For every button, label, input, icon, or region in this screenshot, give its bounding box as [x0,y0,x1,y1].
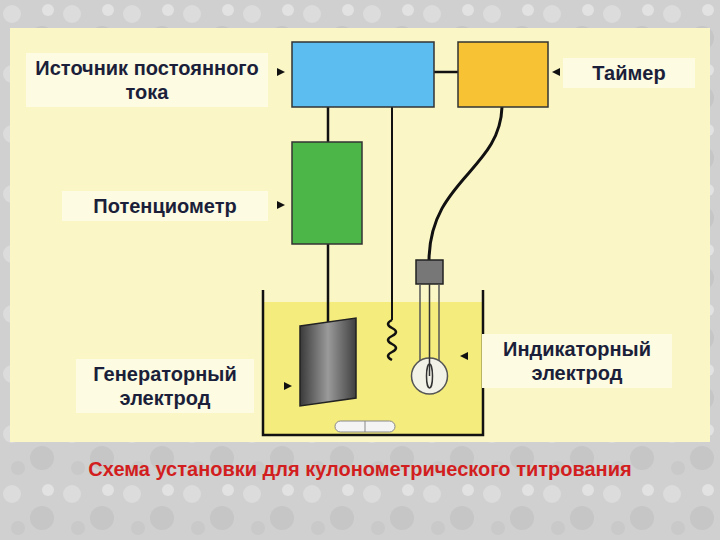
wire [434,71,458,74]
pointer-arrow [277,68,285,76]
label-text: Таймер [571,61,687,85]
label-text: Потенциометр [70,194,260,218]
beaker [263,290,483,435]
pointer-arrow [552,68,560,76]
label-text: Генераторный электрод [84,362,246,410]
electrode-wire [427,364,433,388]
current-source [292,42,434,107]
wire [327,244,330,322]
wire [391,107,393,320]
wire [327,107,330,142]
cable [429,107,502,260]
pointer-arrow [277,201,285,209]
label-box: Таймер [563,58,695,88]
label-box: Источник постоянного тока [26,53,268,107]
pointer-arrow [284,382,292,390]
electrode-cap [416,260,443,284]
panel [10,28,710,442]
stir-bar [335,421,395,432]
label-text: Индикаторный электрод [490,337,664,385]
caption: Схема установки для кулонометрического т… [10,456,710,482]
label-box: Потенциометр [62,191,268,221]
solution [263,302,483,435]
electrode-wire [429,284,431,376]
label-text: Источник постоянного тока [34,56,260,104]
stir-bar [365,421,366,432]
label-box: Индикаторный электрод [482,334,672,388]
label-box: Генераторный электрод [76,359,254,413]
pointer-arrow [460,352,468,360]
auxiliary-electrode-coil [388,320,396,360]
timer [458,42,548,107]
potentiometer [292,142,362,244]
generator-electrode [300,318,356,406]
